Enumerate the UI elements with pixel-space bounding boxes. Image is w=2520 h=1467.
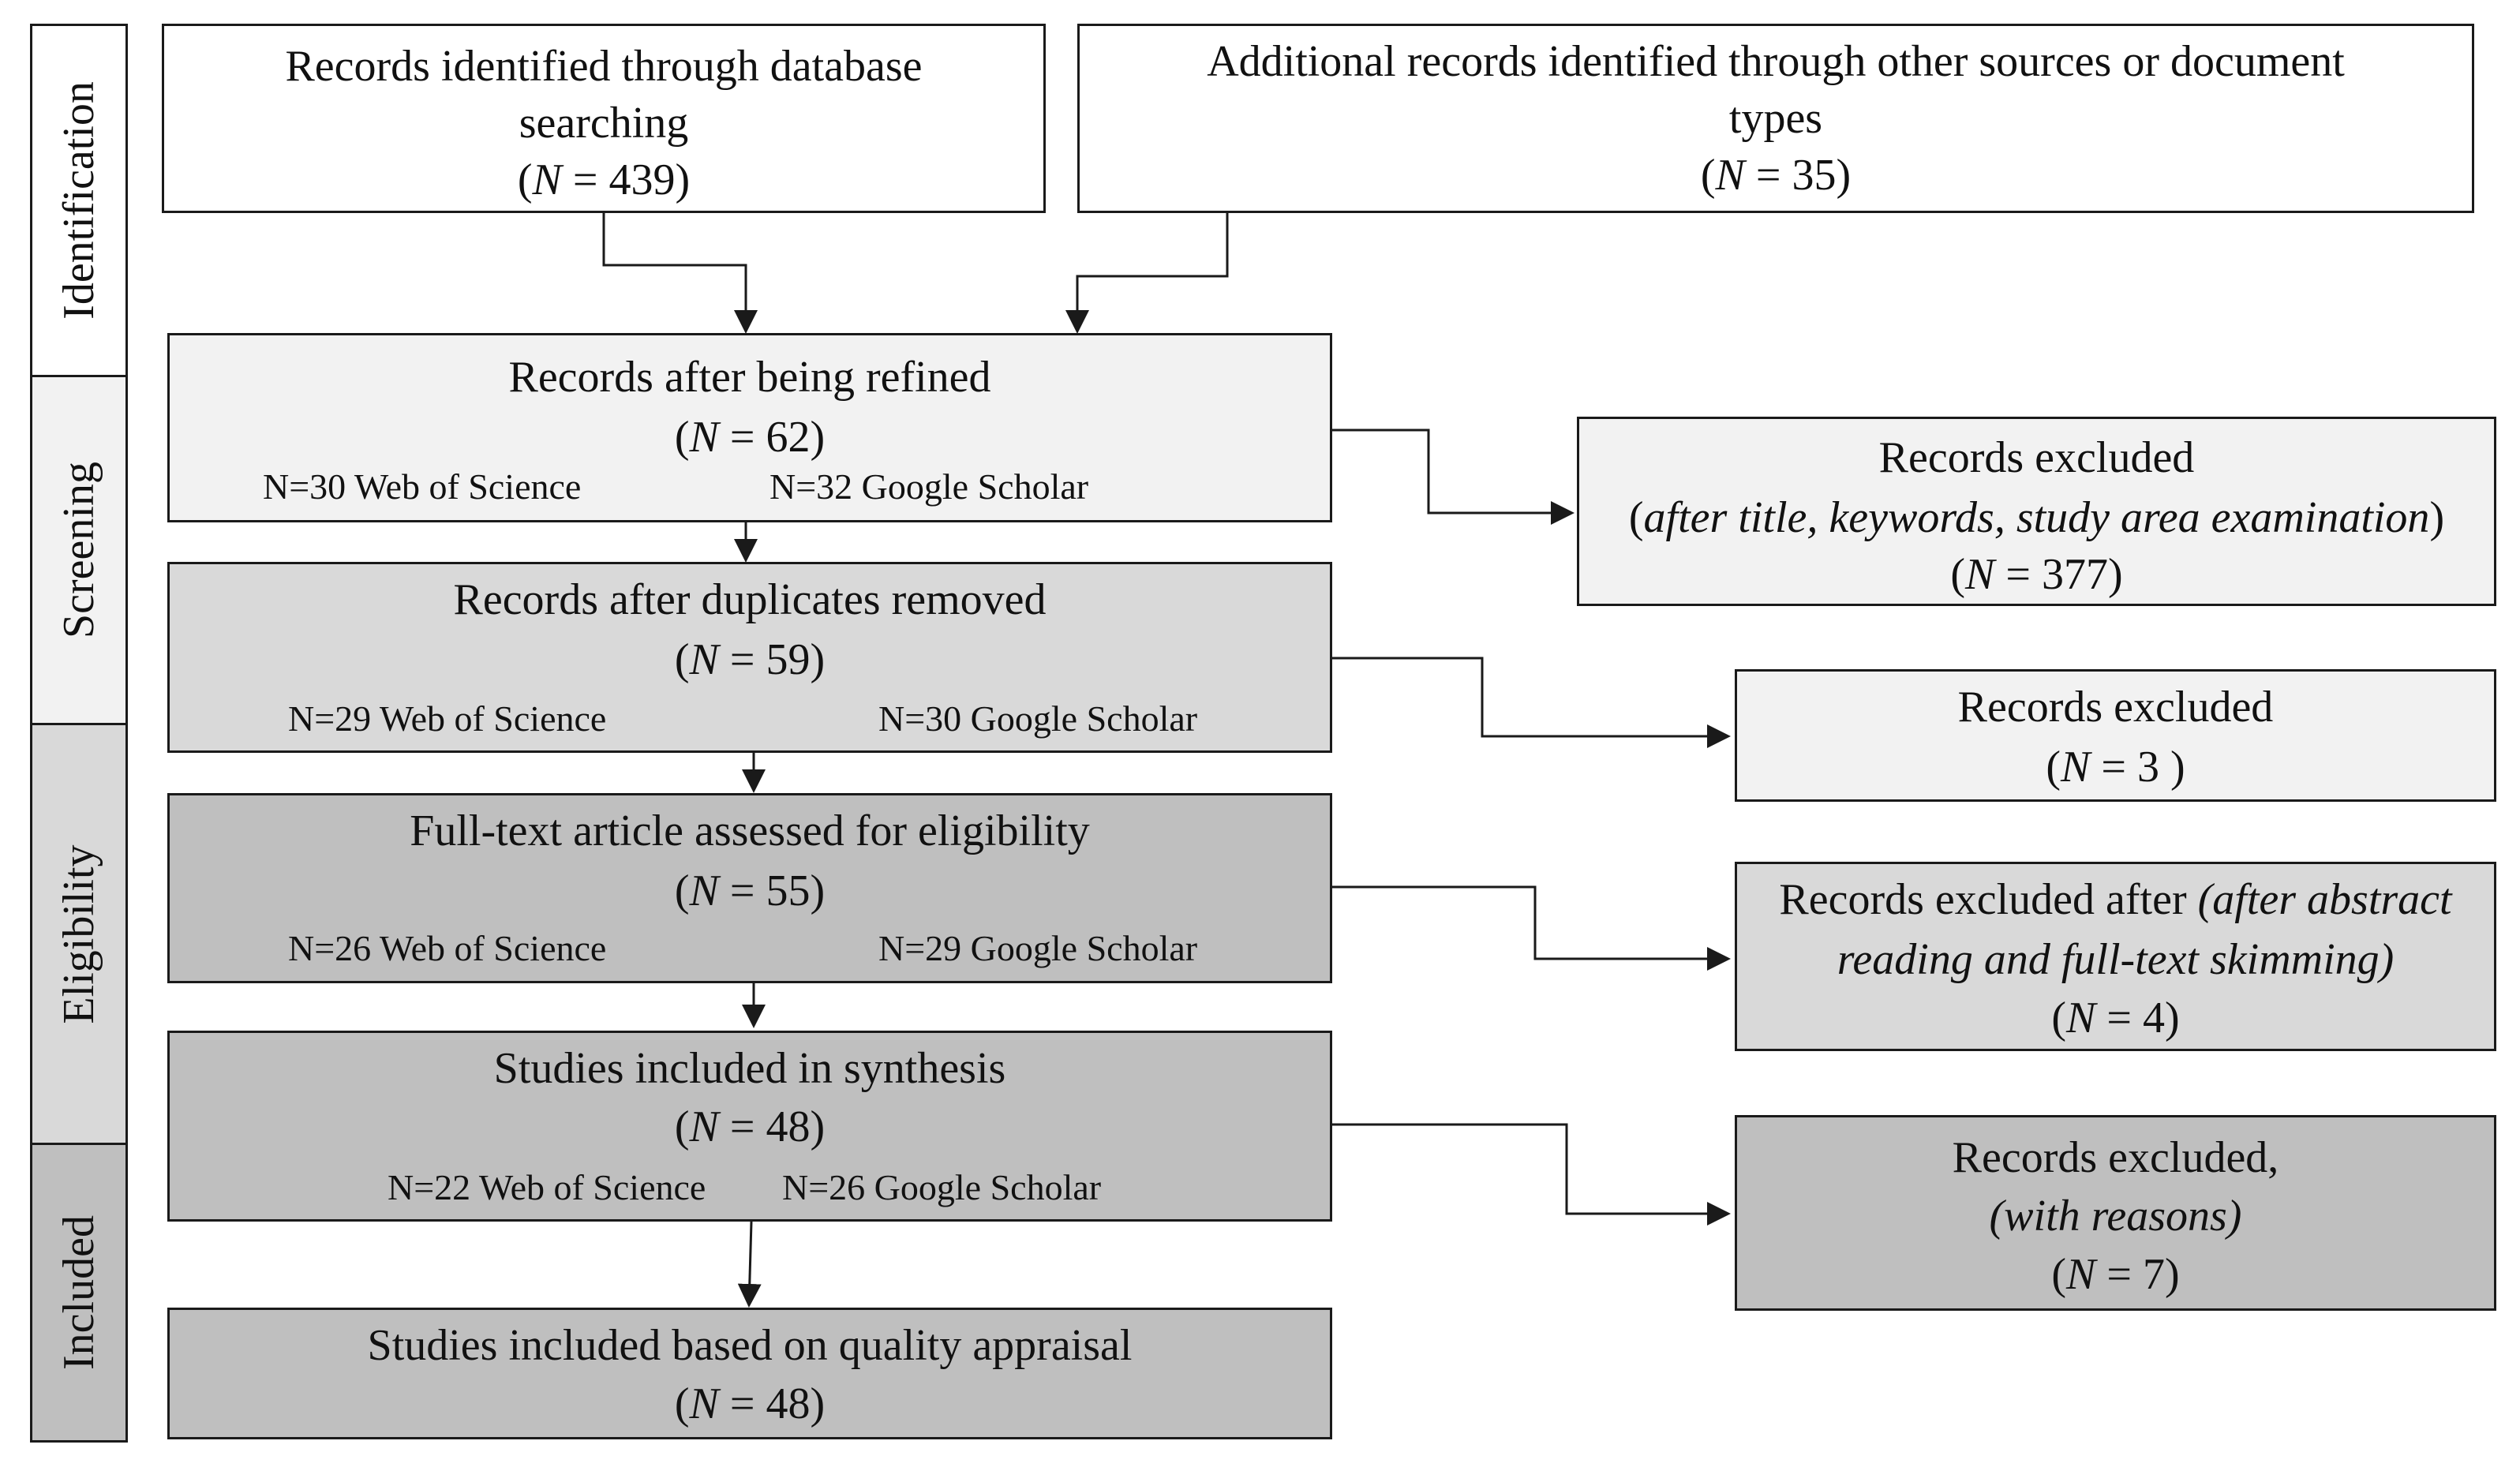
box-excluded-2: Records excluded (N = 3 ) — [1735, 669, 2496, 802]
arrow-other-to-refined — [1065, 213, 1229, 334]
synthesis-google-scholar: N=26 Google Scholar — [782, 1167, 1102, 1207]
duplicates-title: Records after duplicates removed — [453, 575, 1047, 624]
arrow-refined-to-excluded-1 — [1332, 428, 1575, 525]
box-full-text-assessed: Full-text article assessed for eligibili… — [167, 793, 1332, 983]
refined-web-of-science: N=30 Web of Science — [263, 466, 582, 507]
fulltext-title: Full-text article assessed for eligibili… — [410, 806, 1090, 855]
duplicates-count: (N = 59) — [674, 635, 826, 684]
refined-count: (N = 62) — [674, 413, 826, 462]
arrow-synthesis-to-quality — [737, 1221, 762, 1308]
fulltext-web-of-science: N=26 Web of Science — [288, 928, 607, 968]
excluded-4-count: (N = 7) — [2051, 1250, 2180, 1299]
fulltext-google-scholar: N=29 Google Scholar — [878, 928, 1198, 968]
box-excluded-1: Records excluded (after title, keywords,… — [1577, 417, 2496, 606]
database-records-count: (N = 439) — [517, 155, 691, 204]
refined-title: Records after being refined — [508, 353, 991, 402]
database-records-line2: searching — [519, 99, 689, 148]
excluded-1-count: (N = 377) — [1950, 550, 2123, 599]
fulltext-count: (N = 55) — [674, 866, 826, 915]
quality-title: Studies included based on quality apprai… — [367, 1321, 1133, 1370]
excluded-1-title: Records excluded — [1878, 433, 2195, 482]
box-duplicates-removed: Records after duplicates removed (N = 59… — [167, 562, 1332, 753]
excluded-2-count: (N = 3 ) — [2046, 743, 2185, 792]
database-records-line1: Records identified through database — [285, 42, 923, 91]
synthesis-web-of-science: N=22 Web of Science — [388, 1167, 706, 1207]
arrow-database-to-refined — [602, 213, 758, 334]
duplicates-google-scholar: N=30 Google Scholar — [878, 698, 1198, 739]
excluded-3-detail: reading and full-text skimming) — [1837, 935, 2395, 984]
other-records-line1: Additional records identified through ot… — [1207, 37, 2345, 86]
stage-identification: Identification — [30, 24, 128, 377]
excluded-3-count: (N = 4) — [2051, 994, 2180, 1042]
box-excluded-4: Records excluded, (with reasons) (N = 7) — [1735, 1115, 2496, 1311]
refined-google-scholar: N=32 Google Scholar — [769, 466, 1089, 507]
arrow-fulltext-to-excluded-3 — [1332, 885, 1731, 971]
duplicates-web-of-science: N=29 Web of Science — [288, 698, 607, 739]
excluded-1-detail: (after title, keywords, study area exami… — [1628, 493, 2445, 542]
excluded-4-title: Records excluded, — [1952, 1133, 2279, 1182]
arrow-synthesis-to-excluded-4 — [1332, 1123, 1731, 1226]
excluded-3-title: Records excluded after (after abstract — [1779, 875, 2452, 924]
stage-included: Included — [30, 1143, 128, 1443]
synthesis-count: (N = 48) — [674, 1102, 826, 1151]
quality-count: (N = 48) — [674, 1379, 826, 1428]
box-database-records: Records identified through database sear… — [162, 24, 1046, 213]
other-records-line2: types — [1728, 94, 1823, 143]
box-records-refined: Records after being refined (N = 62) N=3… — [167, 333, 1332, 522]
box-other-records: Additional records identified through ot… — [1077, 24, 2474, 213]
box-quality-appraisal: Studies included based on quality apprai… — [167, 1308, 1332, 1439]
stage-screening: Screening — [30, 375, 128, 725]
synthesis-title: Studies included in synthesis — [493, 1044, 1006, 1093]
arrow-duplicates-to-excluded-2 — [1332, 657, 1731, 748]
box-excluded-3: Records excluded after (after abstract r… — [1735, 862, 2496, 1051]
box-studies-in-synthesis: Studies included in synthesis (N = 48) N… — [167, 1031, 1332, 1222]
other-records-count: (N = 35) — [1700, 151, 1852, 200]
excluded-2-title: Records excluded — [1957, 683, 2274, 732]
excluded-4-detail: (with reasons) — [1989, 1192, 2242, 1241]
